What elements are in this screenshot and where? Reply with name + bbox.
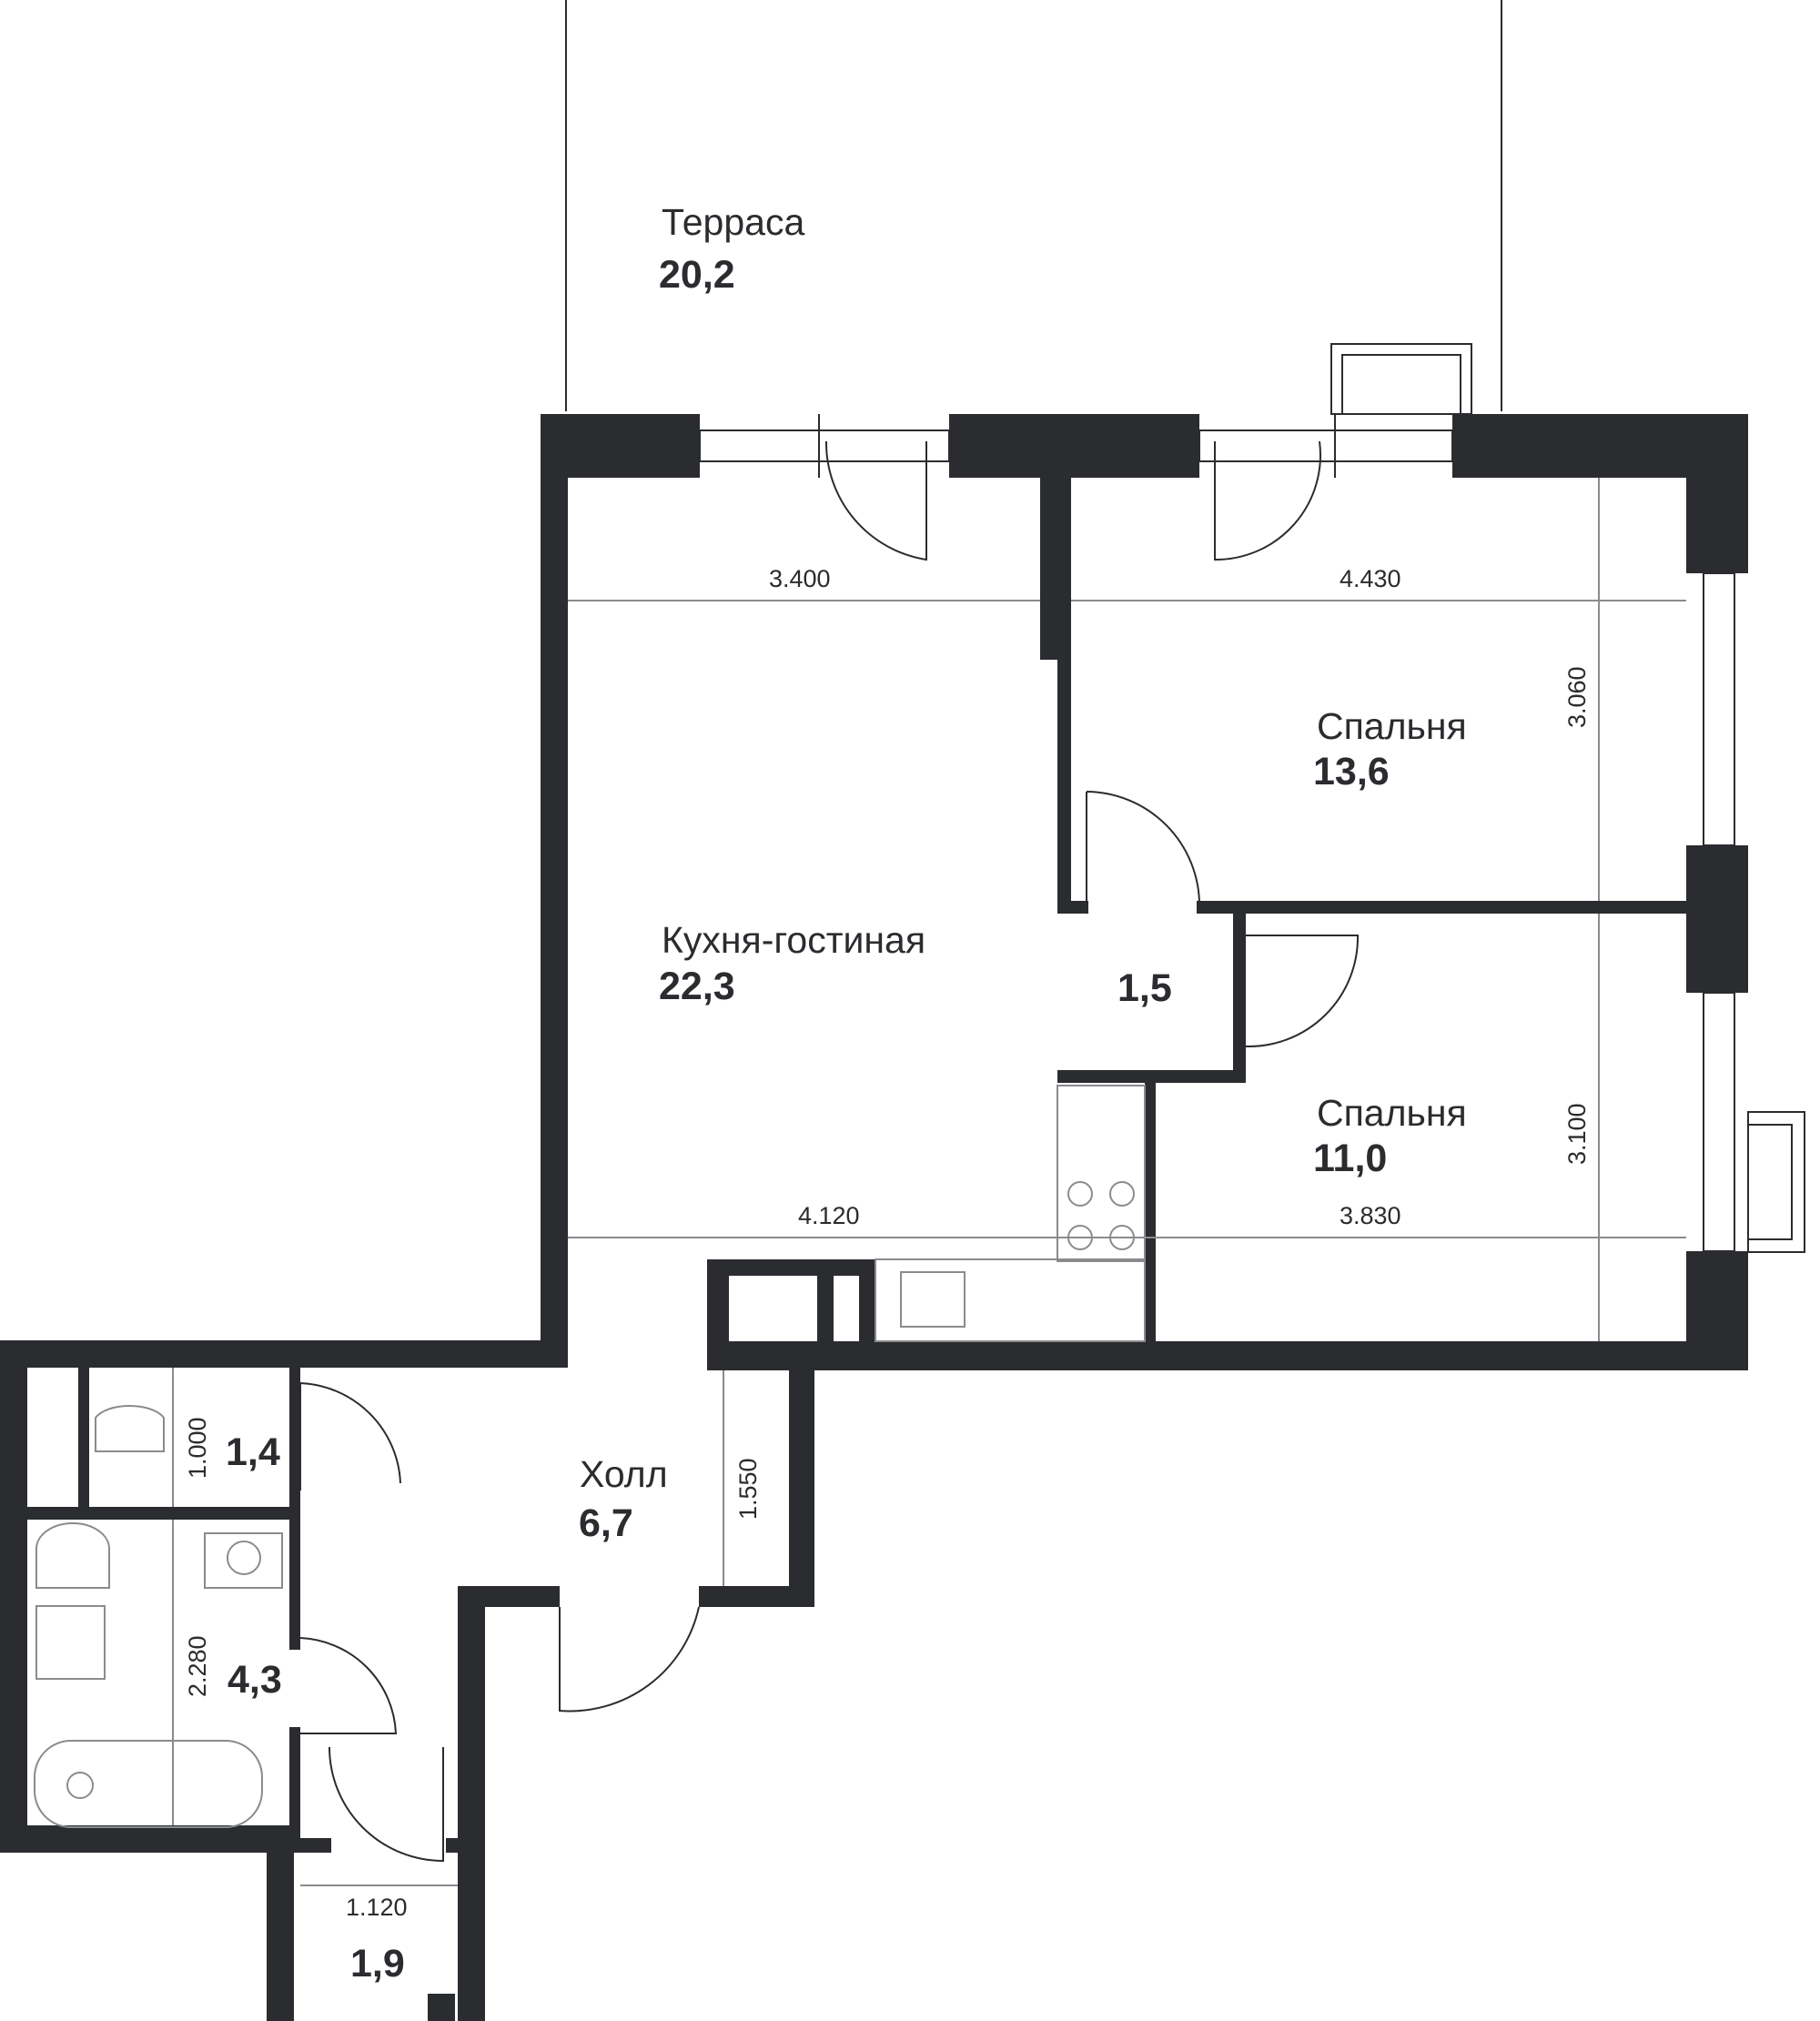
dim-bedroom1-top: 4.430 (1340, 565, 1401, 592)
dim-bathroom-width: 2.280 (184, 1635, 211, 1697)
dim-hall-closet: 1.550 (734, 1458, 762, 1520)
bedroom-2-name: Спальня (1317, 1092, 1467, 1134)
kitchen-living-name: Кухня-гостиная (662, 919, 925, 961)
fixtures (34, 1085, 1146, 1828)
walls (0, 414, 1748, 2021)
dim-kitchen-bottom: 4.120 (798, 1202, 860, 1229)
kitchen-living-area: 22,3 (659, 965, 735, 1008)
terrace-name: Терраса (662, 201, 804, 243)
windows (699, 343, 1805, 1253)
terrace-area: 20,2 (659, 253, 735, 297)
terrace-outline (565, 0, 1502, 411)
bedroom-2-area: 11,0 (1313, 1137, 1387, 1180)
storage-area: 1,9 (350, 1942, 405, 1986)
wc-area: 1,4 (226, 1430, 280, 1474)
doors (299, 440, 1360, 1863)
bedroom-1-name: Спальня (1317, 705, 1467, 747)
dim-bedroom1-height: 3.060 (1563, 666, 1591, 728)
corridor-area: 1,5 (1117, 966, 1172, 1010)
bathroom-area: 4,3 (228, 1658, 282, 1702)
dim-kitchen-top: 3.400 (769, 565, 831, 592)
dimension-lines (172, 478, 1686, 1886)
dim-bedroom2-width: 3.830 (1340, 1202, 1401, 1229)
dim-bedroom2-height: 3.100 (1563, 1103, 1591, 1165)
dim-wc-width: 1.000 (184, 1417, 211, 1479)
hall-name: Холл (580, 1453, 668, 1495)
dim-storage-width: 1.120 (346, 1894, 408, 1921)
hall-area: 6,7 (579, 1501, 633, 1545)
bedroom-1-area: 13,6 (1313, 750, 1390, 793)
